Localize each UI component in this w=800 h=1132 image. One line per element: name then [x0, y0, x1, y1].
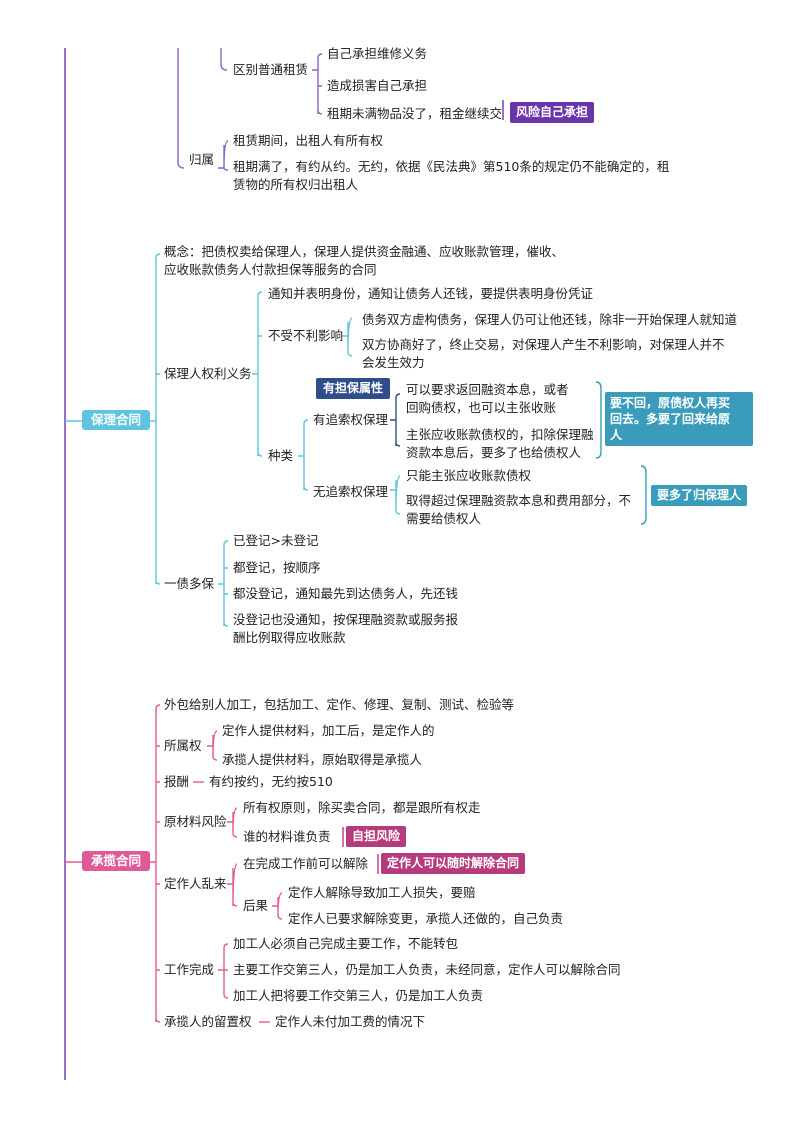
contracting-root: 承揽合同	[82, 851, 150, 871]
nonrecourse-item-2-line1: 取得超过保理融资款本息和费用部分，不	[406, 493, 632, 508]
nonrecourse-item-2-line2: 需要给债权人	[406, 511, 482, 526]
factoring-concept-line2: 应收账款债务人付款担保等服务的合同	[164, 262, 377, 277]
contracting-spine	[150, 704, 161, 1023]
recourse-item-1-line1: 可以要求返回融资本息，或者	[406, 382, 569, 397]
contracting-item-1: 外包给别人加工，包括加工、定作、修理、复制、测试、检验等	[164, 697, 515, 712]
risk-self-tag: 风险自己承担	[510, 102, 595, 123]
chaos-node: 定作人乱来	[164, 876, 227, 891]
work-node: 工作完成	[164, 962, 215, 977]
material-risk-item-1: 所有权原则，除买卖合同，都是跟所有权走	[243, 800, 481, 815]
guarantee-tag: 有担保属性	[316, 378, 391, 399]
ownership-c-item-1: 定作人提供材料，加工后，是定作人的	[222, 723, 435, 738]
recourse-note-line3: 人	[610, 428, 623, 442]
multi-bracket	[218, 540, 229, 627]
ownership-item-2-line2: 赁物的所有权归出租人	[233, 177, 359, 192]
distinguish-bracket	[312, 53, 323, 115]
chaos-bracket	[227, 863, 238, 907]
lien-node: 承揽人的留置权	[164, 1014, 252, 1029]
multi-item-2: 都登记，按顺序	[233, 560, 321, 575]
unaffected-node: 不受不利影响	[268, 328, 344, 343]
self-risk-tag: 自担风险	[346, 826, 407, 847]
work-item-3: 加工人把将要工作交第三人，仍是加工人负责	[233, 988, 484, 1003]
multi-node: 一债多保	[164, 576, 215, 591]
multi-item-1: 已登记>未登记	[233, 533, 319, 548]
recourse-note-bracket	[595, 381, 602, 459]
terminate-tag: 定作人可以随时解除合同	[381, 853, 526, 874]
nonrecourse-node: 无追索权保理	[313, 484, 389, 499]
work-item-2: 主要工作交第三人，仍是加工人负责，未经同意，定作人可以解除合同	[233, 962, 621, 977]
ownership-item-1: 租赁期间，出租人有所有权	[233, 133, 384, 148]
lien-detail: 定作人未付加工费的情况下	[275, 1014, 426, 1029]
ownership-item-2-line1: 租期满了，有约从约。无约，依据《民法典》第510条的规定仍不能确定的，租	[233, 159, 670, 174]
chaos-item-1: 在完成工作前可以解除	[243, 856, 369, 871]
factoring-spine	[150, 253, 161, 585]
recourse-node: 有追索权保理	[313, 412, 389, 427]
distinguish-item-3: 租期未满物品没了，租金继续交	[327, 106, 503, 121]
ownership-c-bracket	[207, 730, 218, 761]
factoring-concept-line1: 概念：把债权卖给保理人，保理人提供资金融通、应收账款管理，催收、	[164, 244, 565, 259]
pay-detail: 有约按约，无约按510	[209, 774, 333, 789]
recourse-note-box: 要不回，原债权人再买 回去。多要了回来给原 人	[605, 392, 753, 446]
work-bracket	[218, 943, 229, 999]
recourse-bracket	[390, 393, 401, 447]
distinguish-item-2: 造成损害自己承担	[327, 78, 428, 93]
nonrecourse-note: 要多了归保理人	[651, 485, 748, 506]
rights-item-1: 通知并表明身份，通知让债务人还钱，要提供表明身份凭证	[268, 286, 594, 301]
multi-item-4-line1: 没登记也没通知，按保理融资款或服务报	[233, 612, 459, 627]
pay-node: 报酬	[164, 774, 190, 789]
consequence-bracket	[272, 892, 283, 920]
unaffected-item-2-line2: 会发生效力	[362, 355, 425, 370]
nonrecourse-note-bracket	[640, 465, 647, 525]
multi-item-3: 都没登记，通知最先到达债务人，先还钱	[233, 586, 459, 601]
recourse-item-2-line2: 资款本息后，要多了也给债权人	[406, 445, 582, 460]
recourse-item-2-line1: 主张应收账款债权的，扣除保理融	[406, 427, 594, 442]
types-bracket	[298, 419, 309, 491]
consequence-item-1: 定作人解除导致加工人损失，要赔	[288, 885, 476, 900]
ownership-node: 归属	[189, 152, 215, 167]
unaffected-item-1: 债务双方虚构债务，保理人仍可让他还钱，除非一开始保理人就知道	[362, 312, 738, 327]
work-item-1: 加工人必须自己完成主要工作，不能转包	[233, 936, 459, 951]
material-risk-bracket	[227, 807, 238, 838]
ownership-bracket	[218, 140, 229, 171]
recourse-item-1-line2: 回购债权，也可以主张收账	[406, 400, 557, 415]
consequence-item-2: 定作人已要求解除变更，承揽人还做的，自己负责	[288, 911, 564, 926]
material-risk-item-2: 谁的材料谁负责	[243, 829, 331, 844]
recourse-note-line1: 要不回，原债权人再买	[610, 396, 731, 410]
recourse-note-line2: 回去。多要了回来给原	[610, 412, 731, 426]
distinguish-node: 区别普通租赁	[233, 62, 309, 77]
unaffected-item-2-line1: 双方协商好了，终止交易，对保理人产生不利影响，对保理人并不	[362, 337, 725, 352]
lease-branch-line	[177, 48, 185, 169]
distinguish-item-1: 自己承担维修义务	[327, 46, 428, 61]
rights-bracket	[252, 291, 263, 457]
factoring-root: 保理合同	[82, 410, 150, 430]
multi-item-4-line2: 酬比例取得应收账款	[233, 630, 346, 645]
consequence-node: 后果	[243, 898, 269, 913]
material-risk-node: 原材料风险	[164, 814, 227, 829]
distinguish-branch-line	[220, 48, 228, 71]
ownership-c-item-2: 承揽人提供材料，原始取得是承揽人	[222, 752, 423, 767]
types-node: 种类	[268, 448, 294, 463]
nonrecourse-item-1: 只能主张应收账款债权	[406, 468, 532, 483]
nonrecourse-bracket	[390, 475, 401, 515]
ownership-c-node: 所属权	[164, 738, 202, 753]
rights-node: 保理人权利义务	[164, 366, 252, 381]
unaffected-bracket	[342, 317, 353, 357]
